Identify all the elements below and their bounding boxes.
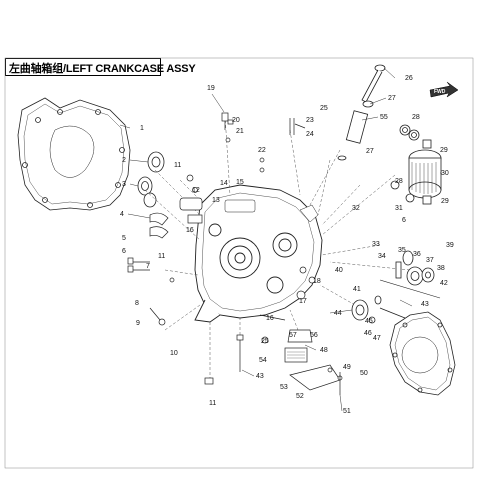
callout-c17: 17 <box>299 298 307 305</box>
callout-c3: 3 <box>122 181 126 188</box>
callout-c18: 18 <box>313 278 321 285</box>
callout-c26: 26 <box>405 75 413 82</box>
callout-c50: 50 <box>360 370 368 377</box>
callout-c44: 44 <box>334 310 342 317</box>
callout-c4: 4 <box>120 211 124 218</box>
bolt-set <box>127 112 316 385</box>
callout-c10: 10 <box>170 350 178 357</box>
callout-c33: 33 <box>372 241 380 248</box>
callout-c23: 23 <box>306 117 314 124</box>
callout-c42: 42 <box>440 280 448 287</box>
callout-c11a: 11 <box>174 162 181 169</box>
gasket-cover <box>389 311 456 396</box>
callout-c16b: 16 <box>266 315 274 322</box>
callout-c48: 48 <box>320 347 328 354</box>
diagram-title: 左曲轴箱组/LEFT CRANKCASE ASSY <box>9 63 196 75</box>
callout-c40: 40 <box>335 267 343 274</box>
callout-c27a: 27 <box>388 95 396 102</box>
callout-c27b: 27 <box>366 148 374 155</box>
callout-c29a: 29 <box>440 147 448 154</box>
strainer-bracket <box>284 329 343 395</box>
oil-dipstick <box>337 64 386 161</box>
bearing-large <box>137 151 165 208</box>
callout-c47: 47 <box>373 335 381 342</box>
callout-c38: 38 <box>437 265 445 272</box>
callout-c31: 31 <box>395 205 403 212</box>
oil-pump-gears <box>351 250 441 324</box>
callout-leaders <box>119 67 441 412</box>
callout-c12: 12 <box>192 187 200 194</box>
callout-c11b: 11 <box>158 253 165 260</box>
callout-c37: 37 <box>426 257 434 264</box>
callout-c53: 53 <box>280 384 288 391</box>
callout-c8: 8 <box>135 300 139 307</box>
callout-c20: 20 <box>232 117 240 124</box>
diagram-frame <box>4 57 474 469</box>
callout-c41: 41 <box>353 286 361 293</box>
callout-c52: 52 <box>296 393 304 400</box>
callout-c6b: 6 <box>402 217 406 224</box>
callout-c35: 35 <box>398 247 406 254</box>
assembly-leader-lines <box>144 114 411 380</box>
callout-c57: 57 <box>289 332 297 339</box>
callout-c22: 22 <box>258 147 266 154</box>
callout-c34: 34 <box>378 253 386 260</box>
callout-c13: 13 <box>212 197 220 204</box>
callout-c28a: 28 <box>412 114 420 121</box>
callout-c29b: 29 <box>441 198 449 205</box>
callout-c46: 46 <box>364 330 372 337</box>
callout-c1: 1 <box>140 125 144 132</box>
callout-c51: 51 <box>343 408 351 415</box>
title-box: 左曲轴箱组/LEFT CRANKCASE ASSY <box>5 58 196 76</box>
callout-c11c: 11 <box>209 400 216 407</box>
gasket-left-case <box>17 97 131 211</box>
callout-c5: 5 <box>122 235 126 242</box>
callout-c14: 14 <box>220 180 228 187</box>
callout-c56: 56 <box>310 332 318 339</box>
callout-c55: 55 <box>380 114 388 121</box>
callout-labels: 1 2 3 4 5 6 7 8 9 10 11 11 11 12 13 14 1… <box>120 75 454 415</box>
callout-c28b: 28 <box>395 178 403 185</box>
callout-c43b: 43 <box>256 373 264 380</box>
callout-c6: 6 <box>122 248 126 255</box>
callout-c16: 16 <box>186 227 194 234</box>
callout-c30: 30 <box>441 170 449 177</box>
callout-c15: 15 <box>236 179 244 186</box>
fwd-arrow-icon: FWD <box>429 81 459 98</box>
callout-c32: 32 <box>352 205 360 212</box>
fwd-badge-text: FWD <box>434 89 446 95</box>
callout-c39: 39 <box>446 242 454 249</box>
crank-oil-seal <box>149 212 169 239</box>
callout-c49: 49 <box>343 364 351 371</box>
callout-c43a: 43 <box>421 301 429 308</box>
left-crankcase-body <box>194 184 323 323</box>
callout-c2: 2 <box>122 157 126 164</box>
callout-c54: 54 <box>259 357 267 364</box>
callout-c9: 9 <box>136 320 140 327</box>
callout-c25a: 25 <box>320 105 328 112</box>
callout-c19: 19 <box>207 85 215 92</box>
callout-c25b: 25 <box>261 338 269 345</box>
callout-c45: 45 <box>365 318 373 325</box>
oil-filter <box>390 124 442 205</box>
callout-c21: 21 <box>236 128 244 135</box>
callout-c7: 7 <box>146 263 150 270</box>
callout-c24: 24 <box>306 131 314 138</box>
callout-c36: 36 <box>413 251 421 258</box>
